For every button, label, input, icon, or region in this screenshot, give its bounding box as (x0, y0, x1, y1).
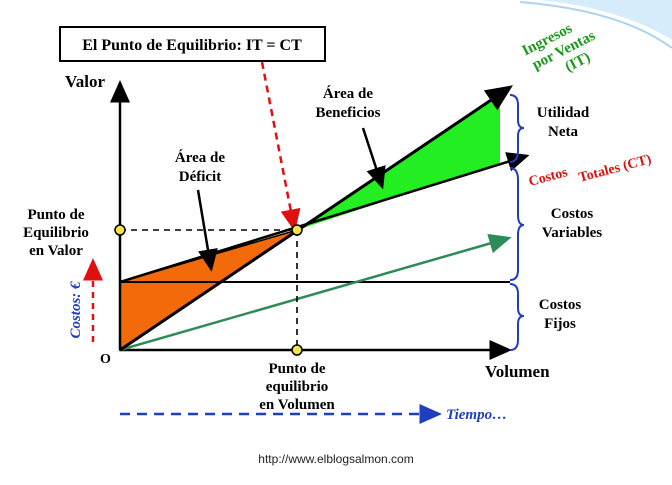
benefit-label-1: Área de (323, 85, 373, 102)
total-costs-line (119, 152, 530, 284)
total-costs-label-b: Totales (CT) (577, 152, 653, 186)
eq-volume-marker (291, 344, 303, 356)
deficit-label-2: Déficit (179, 169, 221, 185)
eq-value-label-1: Punto de (27, 207, 84, 223)
y-axis-label: Valor (65, 72, 105, 91)
fixed-costs-bracket (509, 283, 525, 351)
title-pointer-arrow (260, 61, 301, 232)
deficit-label-1: Área de (175, 149, 225, 166)
net-profit-label-1: Utilidad (537, 105, 590, 121)
income-line (119, 85, 513, 352)
equilibrium-point (291, 224, 303, 236)
eq-value-marker (114, 224, 126, 236)
eq-volume-label-1: Punto de (268, 361, 325, 377)
eq-value-label-3: en Valor (29, 243, 83, 259)
page-title: El Punto de Equilibrio: IT = CT (82, 37, 302, 54)
eq-volume-label-3: en Volumen (259, 397, 335, 413)
costs-axis-label: Costos: € (68, 281, 84, 339)
benefit-label-2: Beneficios (316, 105, 381, 121)
decorative-swoosh-line (519, 1, 672, 49)
benefit-pointer-arrow (361, 127, 386, 190)
deficit-pointer-arrow (196, 189, 218, 272)
origin-label: O (100, 352, 111, 367)
net-profit-label-2: Neta (548, 124, 578, 140)
eq-volume-label-2: equilibrio (266, 379, 329, 395)
x-axis-label: Volumen (485, 362, 550, 381)
fixed-costs-label-2: Fijos (544, 316, 576, 332)
variable-costs-bracket (509, 167, 525, 281)
total-costs-label-a: Costos (527, 165, 570, 190)
title-box (59, 26, 326, 62)
decorative-swoosh (540, 0, 672, 40)
time-label: Tiempo… (446, 407, 507, 423)
net-profit-bracket (509, 94, 525, 163)
variable-costs-label-1: Costos (551, 206, 594, 222)
source-url: http://www.elblogsalmon.com (258, 452, 413, 466)
income-label: Ingresos por Ventas (IT) (520, 20, 599, 75)
variable-costs-line (119, 233, 512, 352)
fixed-costs-label-1: Costos (539, 297, 582, 313)
variable-costs-label-2: Variables (542, 225, 602, 241)
eq-value-label-2: Equilibrio (23, 225, 89, 241)
